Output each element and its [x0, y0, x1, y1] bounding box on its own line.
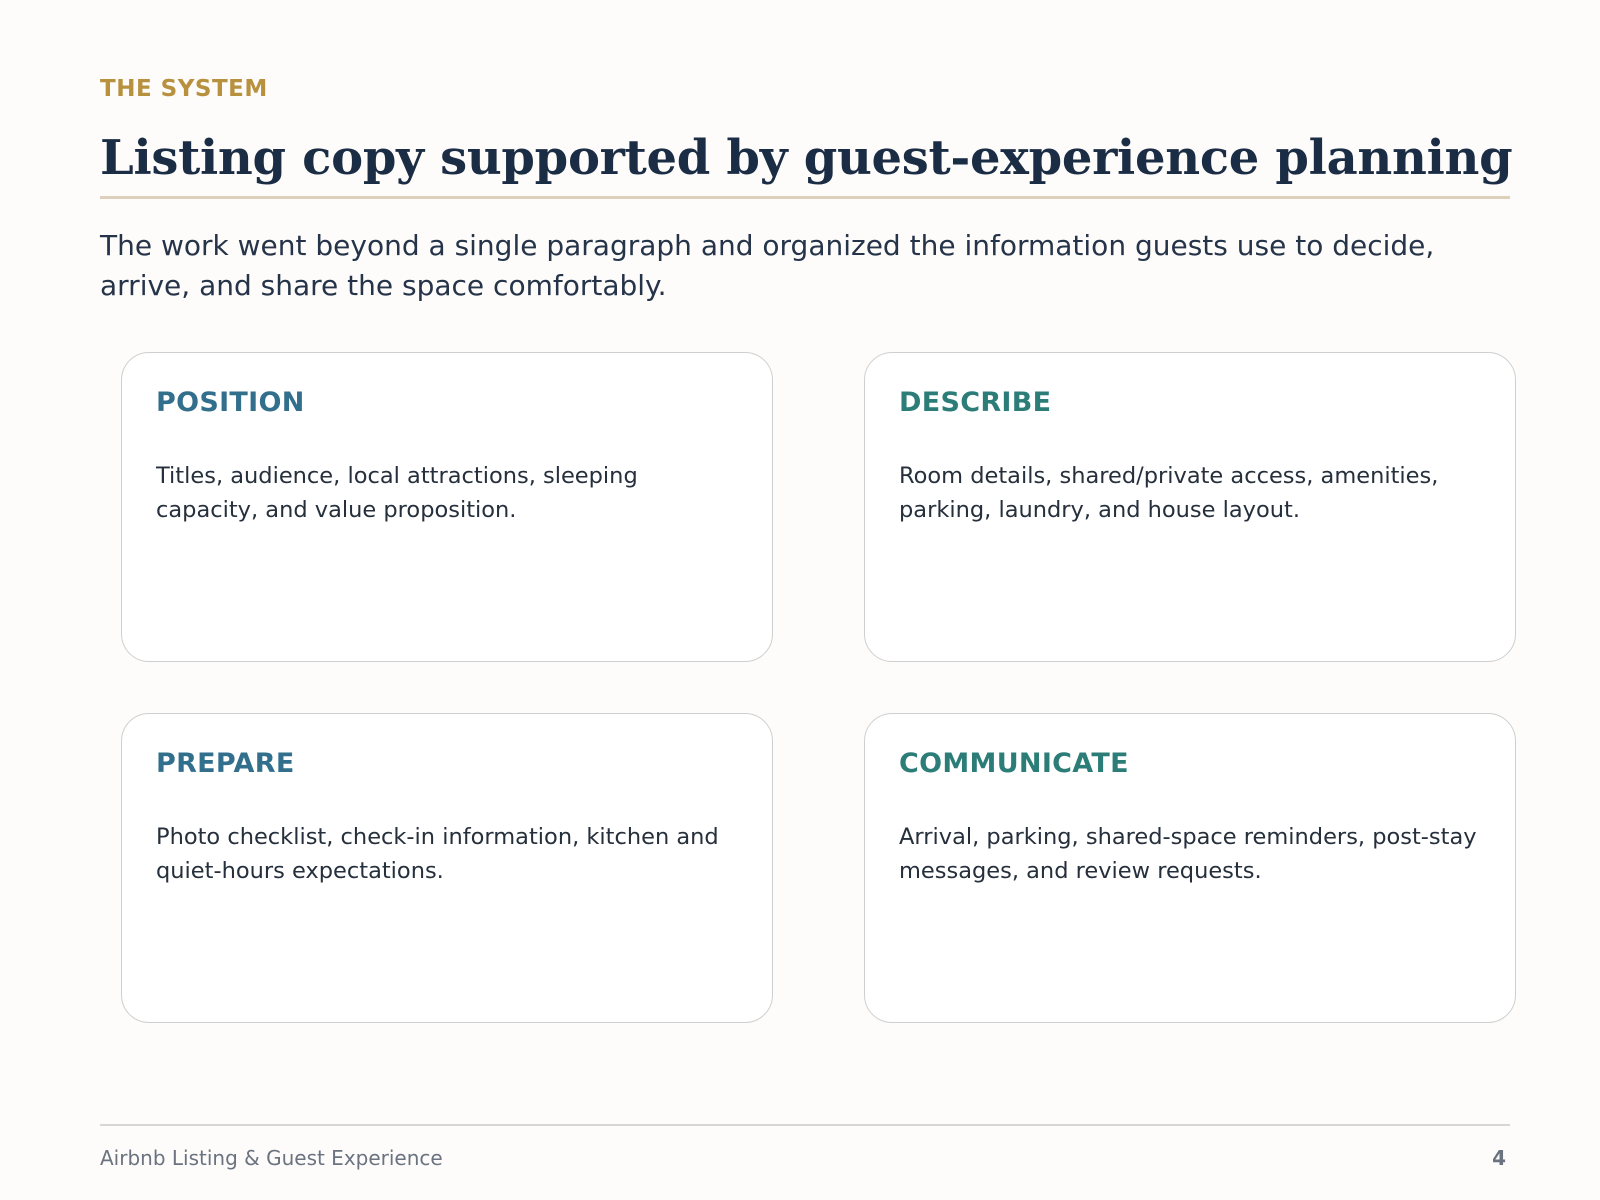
card-communicate: COMMUNICATE Arrival, parking, shared-spa…	[864, 713, 1516, 1023]
card-position: POSITION Titles, audience, local attract…	[121, 352, 773, 662]
card-describe: DESCRIBE Room details, shared/private ac…	[864, 352, 1516, 662]
card-body: Room details, shared/private access, ame…	[899, 463, 1439, 523]
footer-label: Airbnb Listing & Guest Experience	[100, 1146, 443, 1170]
card-heading: PREPARE	[156, 748, 295, 779]
card-body: Titles, audience, local attractions, sle…	[156, 463, 638, 523]
page-title: Listing copy supported by guest-experien…	[100, 130, 1513, 186]
title-underline	[100, 196, 1510, 199]
card-prepare: PREPARE Photo checklist, check-in inform…	[121, 713, 773, 1023]
card-body: Arrival, parking, shared-space reminders…	[899, 824, 1477, 884]
section-eyebrow: THE SYSTEM	[100, 76, 268, 102]
page-number: 4	[1492, 1146, 1506, 1170]
card-heading: POSITION	[156, 387, 305, 418]
intro-paragraph: The work went beyond a single paragraph …	[100, 229, 1435, 302]
card-heading: COMMUNICATE	[899, 748, 1129, 779]
card-body: Photo checklist, check-in information, k…	[156, 824, 719, 884]
footer-divider	[100, 1124, 1510, 1126]
card-heading: DESCRIBE	[899, 387, 1052, 418]
